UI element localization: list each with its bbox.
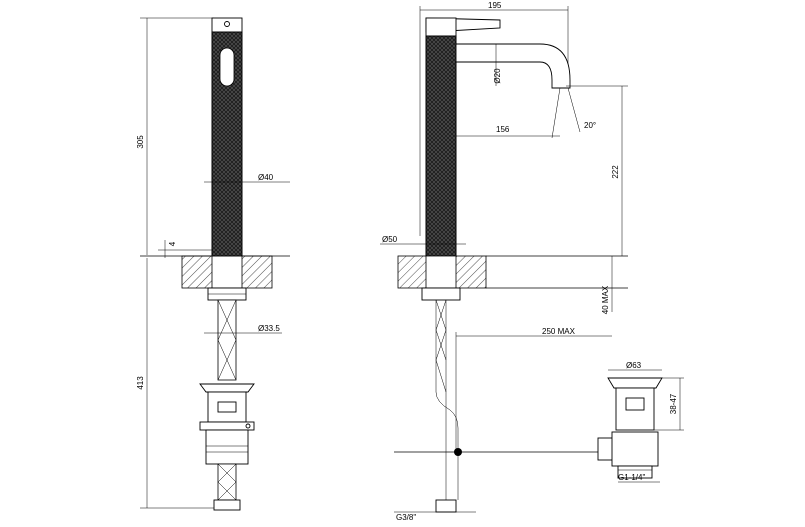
dim-d33: Ø33.5 xyxy=(258,324,280,333)
dim-222: 222 xyxy=(611,165,620,179)
dim-38-47: 38-47 xyxy=(669,393,678,414)
dim-d20: Ø20 xyxy=(493,68,502,84)
dim-d40: Ø40 xyxy=(258,173,274,182)
dim-195: 195 xyxy=(488,1,502,10)
waste-tail xyxy=(205,429,249,465)
waste-cap-side xyxy=(607,377,663,389)
dim-156: 156 xyxy=(496,125,510,134)
dim-413: 413 xyxy=(136,376,145,390)
dim-250max: 250 MAX xyxy=(542,327,576,336)
dim-d50: Ø50 xyxy=(382,235,398,244)
dim-d63: Ø63 xyxy=(626,361,642,370)
front-view: 305 4 413 Ø40 Ø33.5 xyxy=(136,17,290,511)
spout-opening xyxy=(219,47,235,87)
dim-g114: G1-1/4" xyxy=(618,473,645,482)
pivot xyxy=(454,448,462,456)
pop-up-rod xyxy=(435,300,459,500)
braided-hoses xyxy=(217,299,237,381)
spout xyxy=(455,43,571,89)
hose-fitting xyxy=(213,499,241,511)
dim-g38: G3/8" xyxy=(396,513,416,522)
dim-305: 305 xyxy=(136,135,145,149)
side-view: 195 Ø20 156 20° 222 Ø50 40 MAX xyxy=(380,1,684,522)
dim-40max: 40 MAX xyxy=(601,285,610,314)
dim-4: 4 xyxy=(168,241,177,246)
waste-cap xyxy=(199,383,255,393)
dim-angle: 20° xyxy=(584,121,596,130)
knurled-body-side xyxy=(425,35,457,257)
